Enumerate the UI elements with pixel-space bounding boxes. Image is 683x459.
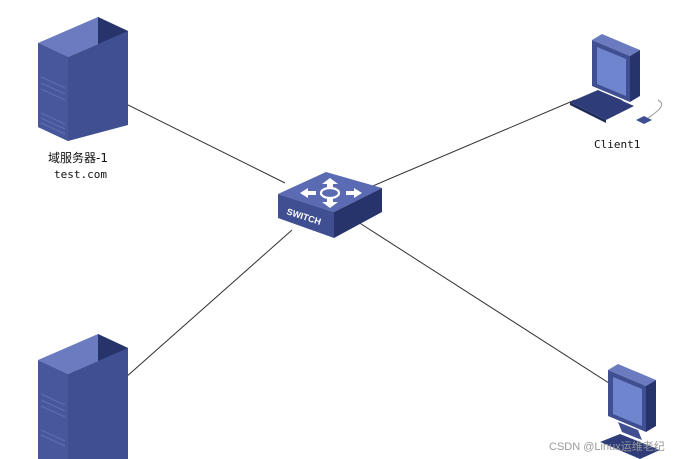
network-switch-icon: SWITCH	[278, 172, 382, 238]
link-client2-switch	[357, 221, 613, 386]
server-tower-icon	[38, 334, 128, 459]
desktop-computer-icon	[570, 34, 663, 124]
link-server2-switch	[124, 229, 293, 379]
desktop-computer-icon	[600, 364, 660, 459]
link-server1-switch	[121, 101, 286, 184]
connection-lines	[121, 99, 613, 386]
client1-name-label: Client1	[594, 138, 641, 151]
watermark-text: CSDN @Linux运维老纪	[549, 441, 665, 453]
server1-domain-label: test.com	[54, 168, 107, 181]
server1-name-label: 域服务器-1	[48, 151, 108, 165]
link-client1-switch	[367, 99, 576, 189]
server-tower-icon	[38, 17, 128, 141]
